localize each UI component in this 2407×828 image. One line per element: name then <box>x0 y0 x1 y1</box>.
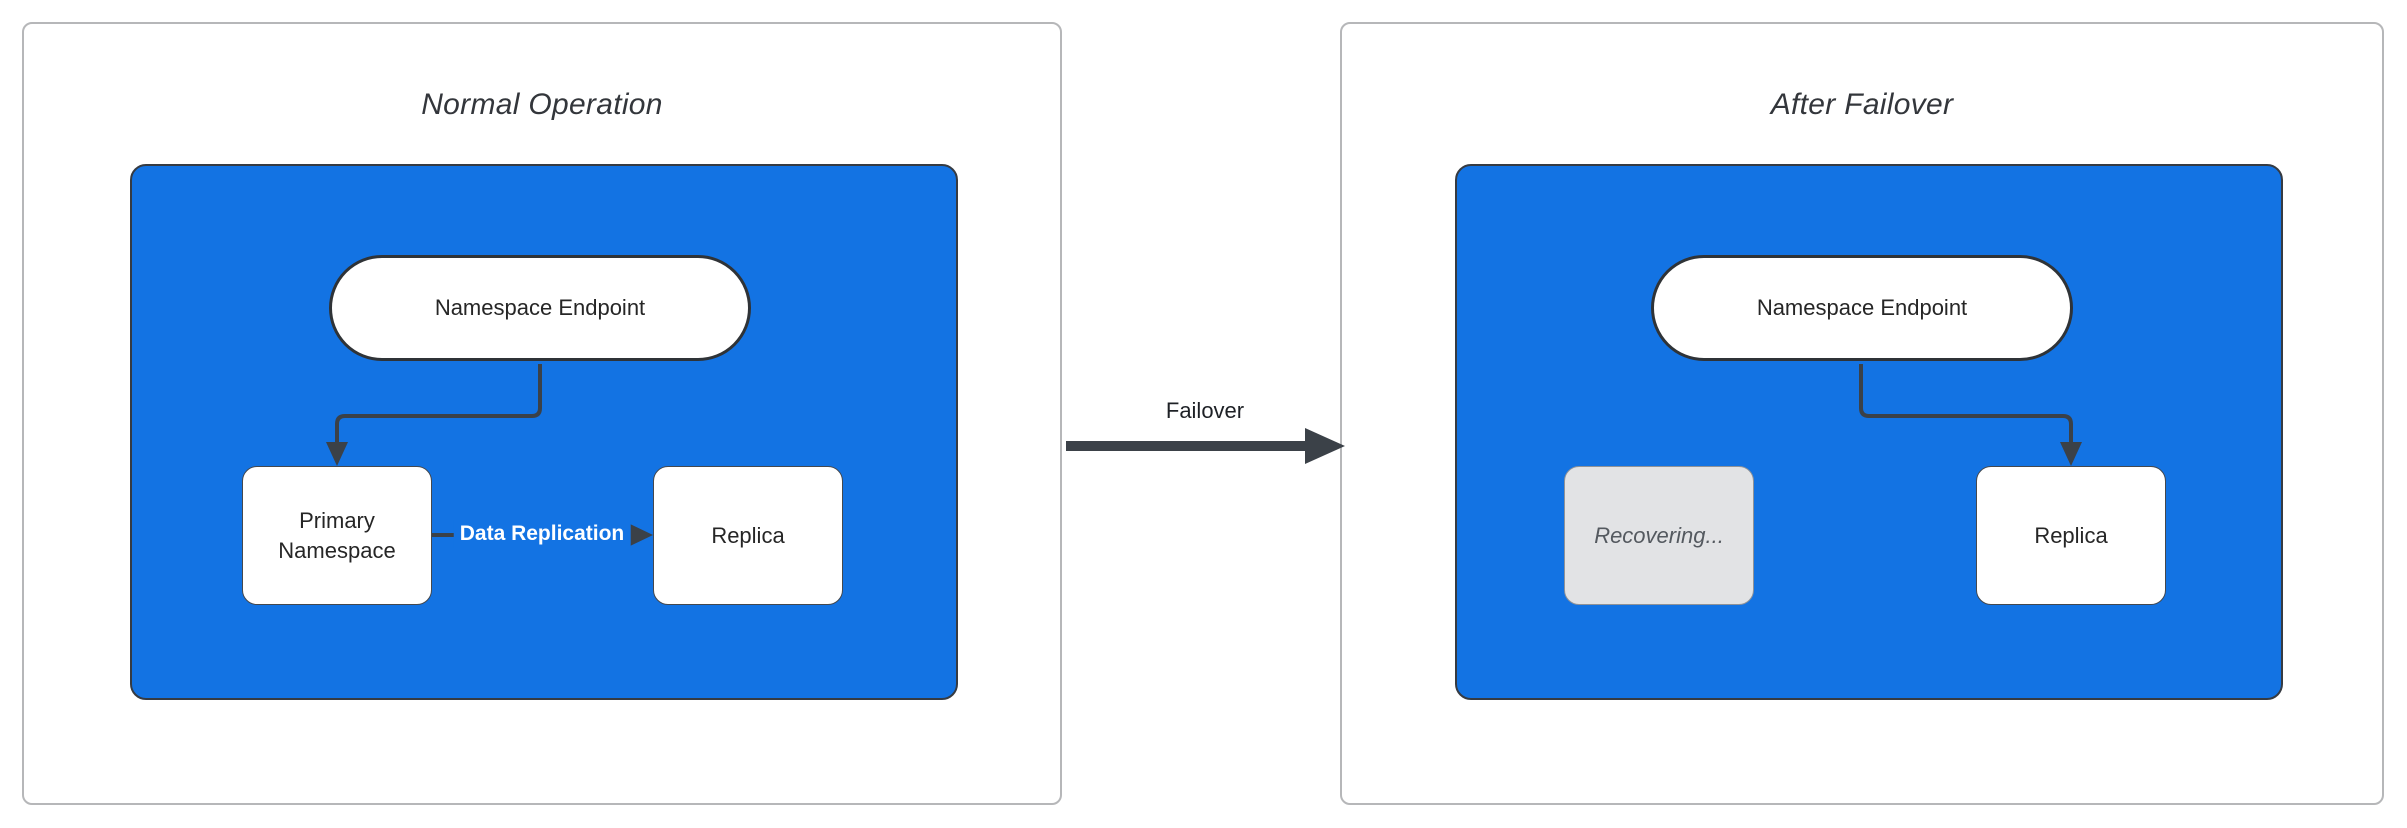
failover-arrow-label: Failover <box>1161 398 1249 424</box>
recovering-label: Recovering... <box>1594 522 1724 548</box>
normal-operation-title: Normal Operation <box>421 88 663 121</box>
replica-label: Replica <box>711 522 785 548</box>
failover-namespace-container <box>1455 164 2283 700</box>
primary-namespace-label: Primary Namespace <box>278 507 396 563</box>
node-namespace-endpoint-normal: Namespace Endpoint <box>329 255 751 361</box>
node-namespace-endpoint-failover: Namespace Endpoint <box>1651 255 2073 361</box>
node-replica-failover: Replica <box>1976 466 2166 605</box>
node-primary-namespace: Primary Namespace <box>242 466 432 605</box>
arrowhead-icon <box>1305 428 1345 464</box>
normal-namespace-container <box>130 164 958 700</box>
after-failover-title: After Failover <box>1770 88 1954 121</box>
data-replication-edge-label: Data Replication <box>453 520 631 548</box>
namespace-endpoint-label: Namespace Endpoint <box>1756 295 1968 321</box>
node-replica-normal: Replica <box>653 466 843 605</box>
replica-label: Replica <box>2034 522 2108 548</box>
node-recovering: Recovering... <box>1564 466 1754 605</box>
namespace-endpoint-label: Namespace Endpoint <box>434 295 646 321</box>
